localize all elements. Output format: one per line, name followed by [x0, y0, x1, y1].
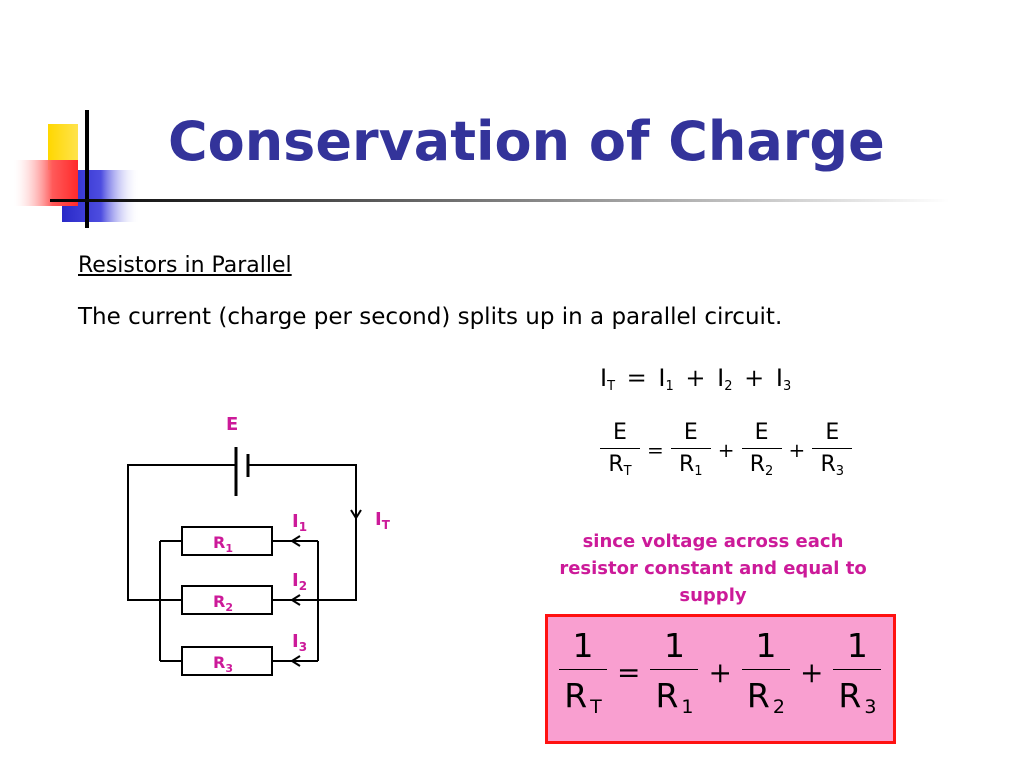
resistor-1	[181, 526, 273, 556]
explanation-note: since voltage across each resistor const…	[559, 531, 867, 606]
resistor-3	[181, 646, 273, 676]
wire-top-left	[127, 464, 236, 601]
result-highlight-box	[545, 614, 896, 744]
battery-label: E	[226, 414, 238, 435]
body-text: The current (charge per second) splits u…	[78, 304, 783, 330]
page-title: Conservation of Charge	[168, 110, 885, 173]
current-sum-equation: IT = I1 + I2 + I3	[600, 364, 792, 394]
arrow-branch-2	[290, 594, 301, 606]
deco-vertical-line	[85, 110, 89, 228]
fraction: E R1	[670, 420, 711, 479]
arrow-total-current	[350, 509, 362, 520]
resistor-2-label: R2	[213, 592, 233, 614]
branch-3-current-label: I3	[292, 631, 307, 654]
corner-decoration	[14, 110, 950, 228]
resistor-1-label: R1	[213, 533, 233, 555]
fraction: E RT	[600, 420, 640, 479]
deco-red-square	[14, 160, 78, 206]
voltage-ratio-equation: E RT = E R1 + E R2 + E R3	[598, 420, 854, 479]
branch-2-current-label: I2	[292, 570, 307, 593]
resistor-3-label: R3	[213, 653, 233, 675]
branch-1-current-label: I1	[292, 511, 307, 534]
arrow-branch-3	[290, 655, 301, 667]
total-current-label: IT	[375, 509, 391, 532]
fraction: E R3	[812, 420, 853, 479]
wire-top-right	[248, 464, 357, 601]
arrow-branch-1	[290, 535, 301, 547]
deco-horizontal-line	[50, 199, 950, 202]
resistor-2	[181, 585, 273, 615]
fraction: E R2	[741, 420, 782, 479]
section-heading: Resistors in Parallel	[78, 253, 292, 278]
